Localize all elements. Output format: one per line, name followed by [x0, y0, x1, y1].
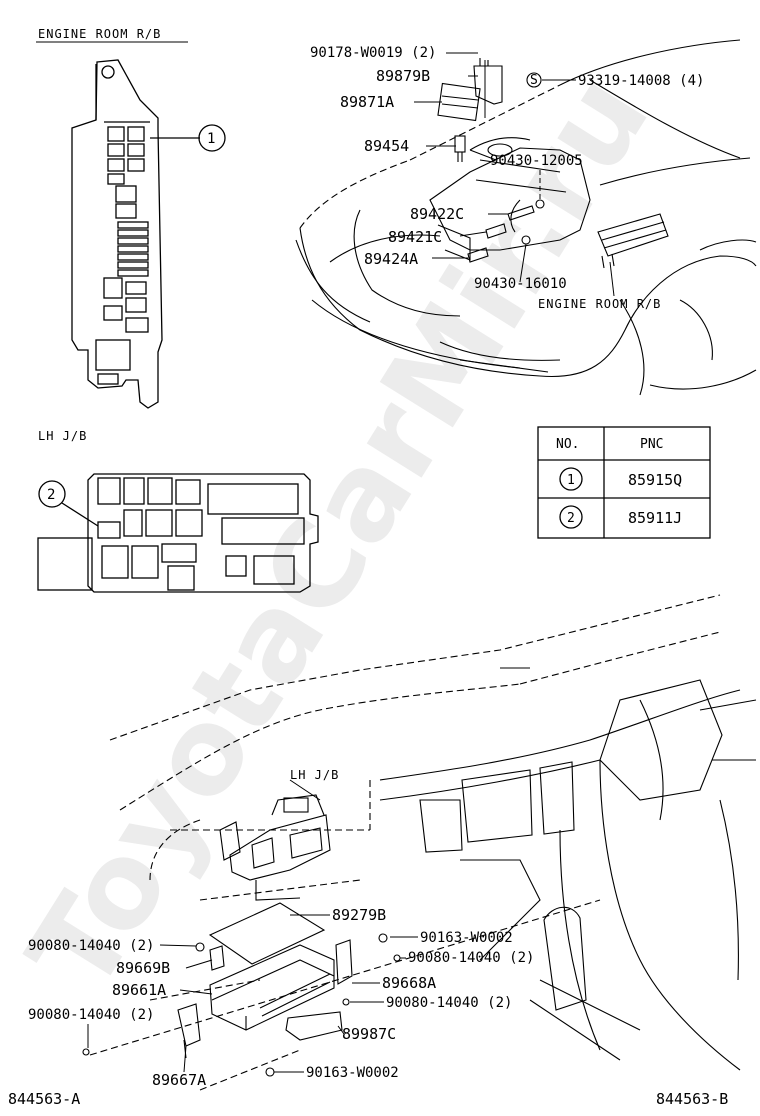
- label-89879b: 89879B: [376, 67, 430, 85]
- label-89422c: 89422C: [410, 205, 464, 223]
- label-89424a: 89424A: [364, 250, 418, 268]
- s-mark-text: S: [530, 73, 538, 88]
- engine-bay-illustration: [295, 39, 757, 396]
- callout-2-text: 2: [47, 487, 55, 503]
- label-89661a: 89661A: [112, 981, 166, 999]
- table-row-2-pnc: 85911J: [628, 509, 682, 527]
- table-header-pnc: PNC: [640, 437, 663, 452]
- label-90430-16010: 90430-16010: [474, 276, 567, 292]
- label-90163-w0002-a: 90163-W0002: [420, 930, 513, 946]
- watermark: ToyotaCarMir.ru: [2, 51, 676, 1015]
- label-90430-12005: 90430-12005: [490, 153, 583, 169]
- footer-code-left: 844563-A: [8, 1090, 80, 1108]
- engine-room-relay-block: [71, 59, 163, 409]
- label-90080-14040-b: 90080-14040 (2): [408, 950, 534, 966]
- label-89669b: 89669B: [116, 959, 170, 977]
- label-89667a: 89667A: [152, 1071, 206, 1089]
- label-90080-14040-d: 90080-14040 (2): [28, 1007, 154, 1023]
- callout-lh-jb: LH J/B: [290, 768, 339, 782]
- table-row-2-no: 2: [567, 511, 575, 526]
- table-header-no: NO.: [556, 437, 579, 452]
- caption-lh-jb: LH J/B: [38, 429, 87, 443]
- callout-engine-room-rb: ENGINE ROOM R/B: [538, 297, 661, 311]
- footer-code-right: 844563-B: [656, 1090, 728, 1108]
- dashboard-leaders: [87, 779, 418, 1073]
- label-89871a: 89871A: [340, 93, 394, 111]
- leader-c2: [61, 502, 99, 527]
- dashboard-illustration: [82, 594, 757, 1091]
- caption-engine-room-rb: ENGINE ROOM R/B: [38, 27, 161, 41]
- label-89421c: 89421C: [388, 228, 442, 246]
- label-90163-w0002-b: 90163-W0002: [306, 1065, 399, 1081]
- engine-bay-leaders: [414, 52, 615, 297]
- pnc-table: [537, 426, 711, 539]
- label-89454: 89454: [364, 137, 409, 155]
- label-89279b: 89279B: [332, 906, 386, 924]
- label-90178-w0019: 90178-W0019 (2): [310, 45, 436, 61]
- table-row-1-no: 1: [567, 473, 575, 488]
- label-89668a: 89668A: [382, 974, 436, 992]
- label-89987c: 89987C: [342, 1025, 396, 1043]
- callout-circle-2: [38, 480, 66, 508]
- label-90080-14040-a: 90080-14040 (2): [28, 938, 154, 954]
- callout-1-text: 1: [207, 131, 215, 147]
- lh-junction-block: [37, 473, 319, 593]
- table-row-1-pnc: 85915Q: [628, 471, 682, 489]
- label-90080-14040-c: 90080-14040 (2): [386, 995, 512, 1011]
- label-93319-14008: 93319-14008 (4): [578, 73, 704, 89]
- callout-circle-1: [198, 124, 226, 152]
